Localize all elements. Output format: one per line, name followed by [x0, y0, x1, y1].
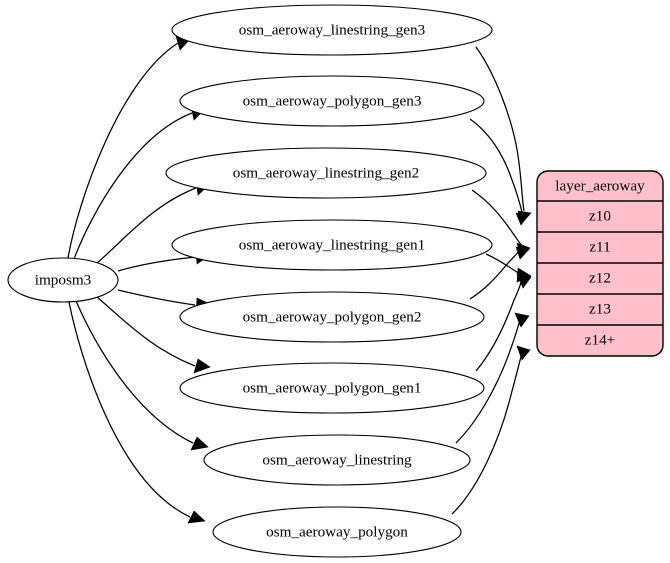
node-label-osm-aeroway-polygon: osm_aeroway_polygon — [266, 523, 408, 540]
edge-imposm3-to-polygon-gen1 — [96, 296, 211, 374]
node-label-imposm3: imposm3 — [35, 271, 92, 288]
edge-linestring-gen3-to-z10 — [475, 46, 532, 224]
edge-imposm3-to-linestring — [75, 300, 209, 451]
node-label-osm-aeroway-polygon-gen3: osm_aeroway_polygon_gen3 — [243, 92, 422, 109]
node-label-osm-aeroway-linestring-gen1: osm_aeroway_linestring_gen1 — [239, 236, 425, 253]
edge-polygon-to-z14 — [451, 345, 531, 515]
edge-linestring-to-z13 — [455, 312, 530, 444]
node-osm-aeroway-polygon[interactable]: osm_aeroway_polygon — [212, 506, 462, 558]
node-osm-aeroway-linestring-gen1[interactable]: osm_aeroway_linestring_gen1 — [171, 219, 493, 271]
edge-polygon-gen2-to-z11 — [469, 242, 531, 300]
edge-imposm3-to-linestring-gen3 — [67, 35, 191, 259]
edge-polygon-gen3-to-z10 — [469, 118, 530, 226]
node-osm-aeroway-polygon-gen2[interactable]: osm_aeroway_polygon_gen2 — [179, 291, 485, 343]
node-label-osm-aeroway-polygon-gen2: osm_aeroway_polygon_gen2 — [243, 308, 422, 325]
node-osm-aeroway-linestring-gen3[interactable]: osm_aeroway_linestring_gen3 — [171, 4, 493, 56]
edge-imposm3-to-polygon — [68, 301, 206, 524]
edge-polygon-gen1-to-z12 — [475, 273, 532, 372]
node-label-osm-aeroway-linestring-gen2: osm_aeroway_linestring_gen2 — [233, 164, 419, 181]
record-row-z13[interactable]: z13 — [589, 300, 611, 317]
node-osm-aeroway-polygon-gen1[interactable]: osm_aeroway_polygon_gen1 — [179, 362, 485, 414]
node-imposm3[interactable]: imposm3 — [7, 257, 119, 303]
node-osm-aeroway-polygon-gen3[interactable]: osm_aeroway_polygon_gen3 — [179, 75, 485, 127]
record-row-z14-plus[interactable]: z14+ — [585, 331, 616, 348]
record-row-z10[interactable]: z10 — [589, 207, 611, 224]
node-label-osm-aeroway-polygon-gen1: osm_aeroway_polygon_gen1 — [243, 379, 422, 396]
node-label-osm-aeroway-linestring-gen3: osm_aeroway_linestring_gen3 — [239, 21, 425, 38]
record-row-z12[interactable]: z12 — [589, 269, 611, 286]
node-layer-aeroway-record[interactable]: layer_aeroway z10 z11 z12 z13 z14+ — [536, 170, 664, 357]
node-osm-aeroway-linestring-gen2[interactable]: osm_aeroway_linestring_gen2 — [165, 147, 487, 199]
node-label-osm-aeroway-linestring: osm_aeroway_linestring — [262, 451, 412, 468]
edge-group-tables-to-layer — [451, 46, 532, 515]
record-header-layer-aeroway: layer_aeroway — [555, 177, 645, 194]
record-row-z11[interactable]: z11 — [589, 238, 610, 255]
node-osm-aeroway-linestring[interactable]: osm_aeroway_linestring — [203, 434, 471, 486]
